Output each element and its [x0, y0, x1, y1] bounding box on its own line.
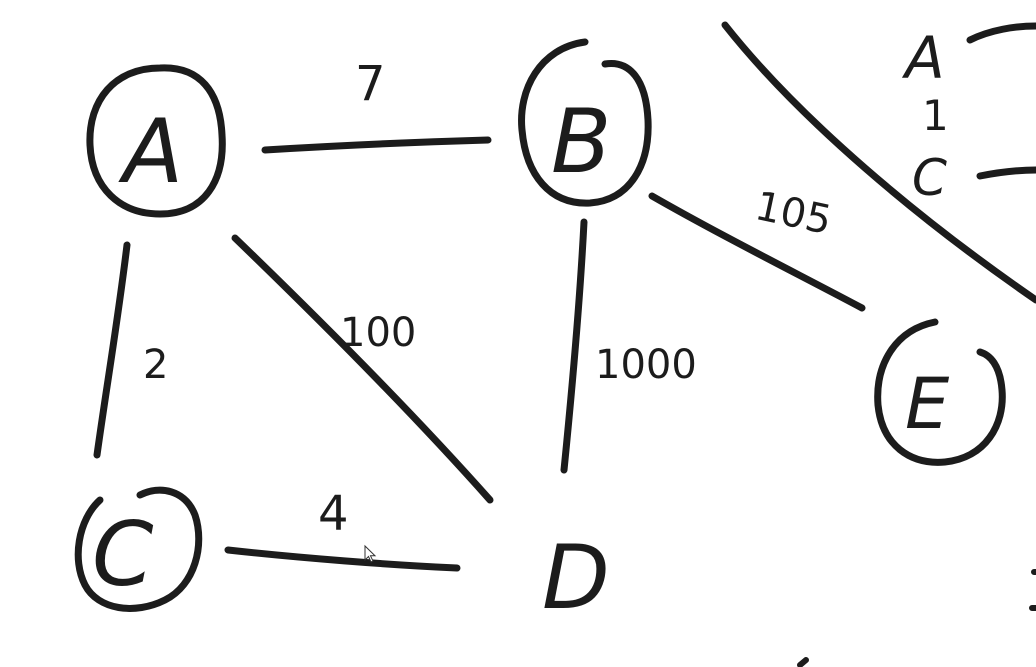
- partial-node-c-label: C: [912, 149, 947, 207]
- edge-a-d-weight: 100: [340, 310, 416, 356]
- edge-a-b-line: [261, 136, 492, 154]
- edge-a-b-weight: 7: [355, 56, 386, 112]
- edge-a-b: 7: [261, 56, 492, 154]
- node-d-label: D: [542, 526, 610, 629]
- edge-fragment-bottom: [797, 657, 809, 667]
- edge-a-c: 2: [93, 241, 168, 459]
- edge-a-d: 100: [231, 234, 494, 504]
- mouse-cursor: [364, 544, 377, 563]
- node-c: C: [74, 486, 203, 612]
- edge-b-d-weight: 1000: [595, 342, 697, 388]
- partial-graph: A 1 C: [901, 22, 1036, 207]
- partial-node-a-stroke: [966, 22, 1036, 44]
- node-d: D: [542, 526, 610, 629]
- node-e-circle: [874, 318, 1006, 466]
- node-c-label: C: [92, 503, 154, 606]
- partial-edge-a-c-weight: 1: [922, 91, 949, 140]
- edge-a-d-line: [231, 234, 494, 504]
- partial-node-a-label: A: [901, 24, 945, 92]
- divider-stroke: [721, 21, 1036, 304]
- edge-a-c-weight: 2: [143, 342, 168, 388]
- node-a: A: [86, 64, 226, 218]
- edge-fragment-right: [1029, 569, 1036, 611]
- node-c-circle: [74, 486, 203, 612]
- edge-c-d-weight: 4: [318, 486, 349, 542]
- node-e: E: [874, 318, 1006, 466]
- edge-b-d-line: [560, 218, 588, 474]
- node-b-circle: [518, 38, 652, 207]
- edge-b-e-weight: 105: [751, 183, 835, 244]
- edge-c-d: 4: [224, 486, 461, 572]
- node-e-label: E: [905, 363, 950, 445]
- edge-b-d: 1000: [560, 218, 697, 474]
- cursor-arrow-icon: [364, 544, 377, 563]
- edge-a-c-line: [93, 241, 131, 459]
- node-a-circle: [86, 64, 226, 218]
- edge-c-d-line: [224, 546, 461, 572]
- node-a-label: A: [118, 100, 183, 203]
- node-b: B: [518, 38, 652, 207]
- edge-b-e: 105: [648, 183, 866, 312]
- edge-b-e-line: [648, 192, 866, 312]
- partial-node-c-stroke: [976, 166, 1036, 180]
- node-b-label: B: [551, 90, 611, 193]
